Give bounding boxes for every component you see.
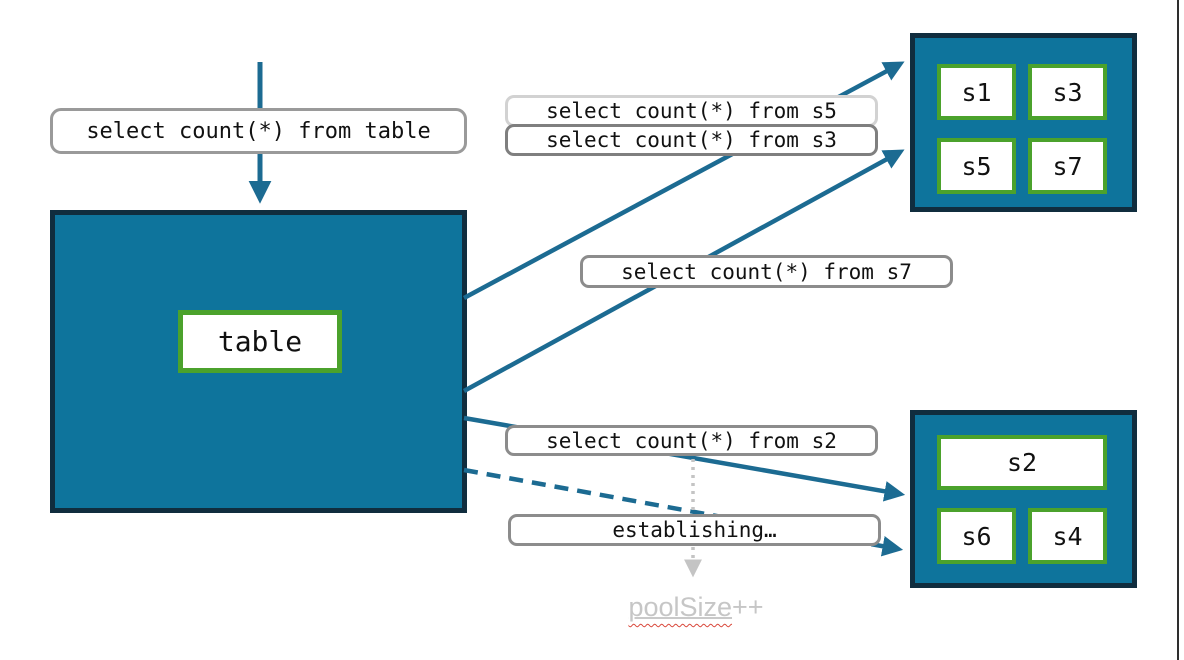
query-label-s3: select count(*) from s3	[505, 124, 878, 156]
shard-s6: s6	[937, 508, 1016, 564]
poolsize-annotation: poolSize++	[596, 592, 796, 623]
shard-s2: s2	[937, 435, 1107, 490]
query-label-s2-text: select count(*) from s2	[546, 428, 837, 453]
query-label-table: select count(*) from table	[50, 108, 467, 154]
shard-s1: s1	[937, 64, 1016, 120]
query-label-s5-text: select count(*) from s5	[546, 99, 837, 123]
shard-s3: s3	[1028, 64, 1107, 120]
poolsize-word: poolSize	[628, 592, 733, 622]
shard-s7: s7	[1028, 138, 1107, 194]
query-label-s5: select count(*) from s5	[505, 95, 878, 127]
establishing-label: establishing…	[508, 514, 881, 546]
poolsize-suffix: ++	[732, 592, 764, 622]
shard-s6-label: s6	[961, 521, 992, 551]
shard-s4-label: s4	[1052, 521, 1083, 551]
table-box-label: table	[178, 310, 342, 373]
shard-s1-label: s1	[961, 77, 992, 107]
query-label-table-text: select count(*) from table	[86, 118, 431, 144]
shard-s5-label: s5	[961, 151, 992, 181]
shard-s5: s5	[937, 138, 1016, 194]
shard-s3-label: s3	[1052, 77, 1083, 107]
establishing-label-text: establishing…	[612, 518, 777, 542]
query-label-s2: select count(*) from s2	[505, 425, 878, 456]
shard-s7-label: s7	[1052, 151, 1083, 181]
query-label-s7-text: select count(*) from s7	[621, 259, 912, 284]
arrow-establishing-dashed	[463, 467, 904, 557]
shard-s2-label: s2	[1006, 448, 1038, 477]
poolsize-underline: poolSize	[628, 592, 732, 622]
query-label-s7: select count(*) from s7	[580, 255, 953, 288]
slide-edge-line	[1177, 0, 1179, 660]
shard-s4: s4	[1028, 508, 1107, 564]
table-container-box: table	[50, 210, 467, 513]
query-label-s3-text: select count(*) from s3	[546, 128, 837, 152]
table-label-text: table	[217, 325, 303, 358]
